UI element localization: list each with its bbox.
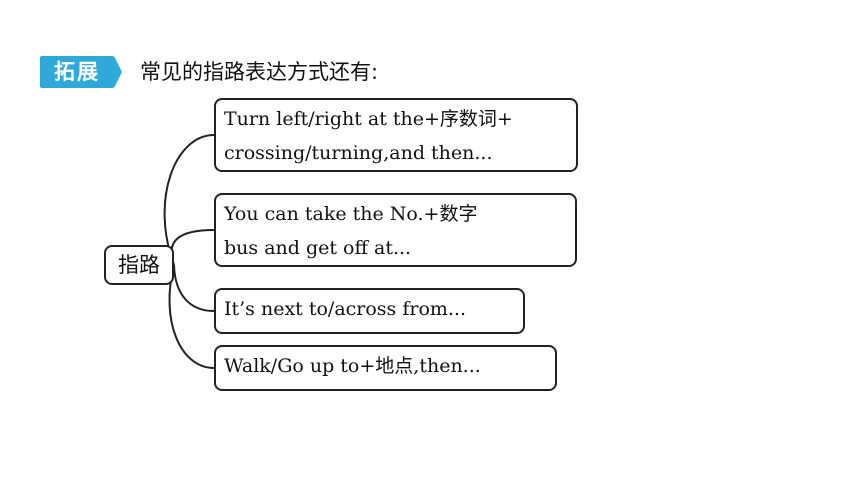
connector-branch-3 (173, 264, 215, 312)
tag-label: 拓展 (54, 60, 100, 84)
mindmap-branch-3: It’s next to/across from... (214, 288, 525, 334)
branch-1-line-1: Turn left/right at the+序数词+ (224, 108, 513, 130)
tag-notch (114, 56, 122, 88)
connector-branch-1 (163, 134, 215, 266)
branch-1-line-2: crossing/turning,and then... (224, 142, 493, 164)
intro-text: 常见的指路表达方式还有: (140, 60, 379, 84)
expand-tag: 拓展 (40, 56, 122, 88)
mindmap-branch-2: You can take the No.+数字 bus and get off … (214, 193, 577, 267)
mindmap-branch-1: Turn left/right at the+序数词+ crossing/tur… (214, 98, 578, 172)
branch-4-line-1: Walk/Go up to+地点,then... (224, 355, 481, 377)
connector-branch-2 (170, 229, 215, 266)
branch-2-line-2: bus and get off at... (224, 237, 412, 259)
branch-2-line-1: You can take the No.+数字 (224, 203, 478, 225)
mindmap-root: 指路 (104, 245, 174, 285)
tag-background (40, 56, 114, 88)
mindmap-branch-4: Walk/Go up to+地点,then... (214, 345, 557, 391)
branch-3-line-1: It’s next to/across from... (224, 298, 467, 320)
